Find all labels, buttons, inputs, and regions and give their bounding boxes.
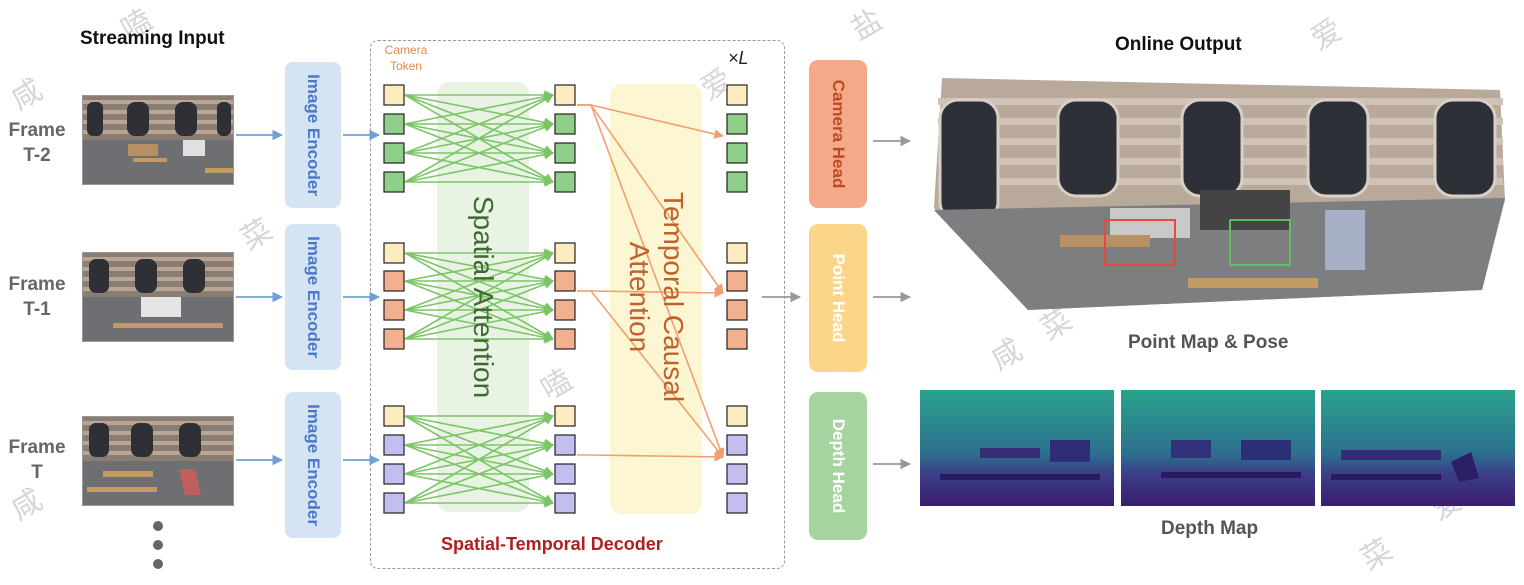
streaming-input-title: Streaming Input bbox=[80, 28, 225, 49]
frame-label-word: Frame bbox=[8, 437, 66, 458]
spatial-attention-arrow bbox=[404, 251, 554, 311]
image-encoder-t: Image Encoder bbox=[285, 392, 341, 538]
depth-head: Depth Head bbox=[809, 392, 867, 540]
image-token bbox=[383, 171, 405, 193]
spatial-attention-label: Spatial Attention bbox=[468, 195, 499, 399]
frame-label-index: T-1 bbox=[23, 299, 51, 320]
more-frames-dots bbox=[153, 521, 163, 569]
spatial-attention-arrow bbox=[404, 412, 554, 446]
image-token bbox=[383, 328, 405, 350]
frame-label-word: Frame bbox=[8, 120, 66, 141]
image-encoder-t1: Image Encoder bbox=[285, 224, 341, 370]
camera-token bbox=[554, 242, 576, 264]
frame-image-t bbox=[82, 416, 234, 506]
image-token bbox=[383, 270, 405, 292]
image-token bbox=[726, 434, 748, 456]
spatial-attention-arrow bbox=[404, 252, 554, 340]
image-token bbox=[554, 171, 576, 193]
image-token bbox=[383, 299, 405, 321]
image-token bbox=[726, 492, 748, 514]
image-token bbox=[383, 463, 405, 485]
frame-label-word: Frame bbox=[8, 274, 66, 295]
image-token bbox=[726, 270, 748, 292]
temporal-attention-arrow bbox=[577, 452, 724, 462]
image-token bbox=[726, 113, 748, 135]
spatial-attention-arrow bbox=[404, 414, 554, 475]
image-token bbox=[383, 142, 405, 164]
camera-token bbox=[383, 84, 405, 106]
frame-label-index: T bbox=[31, 462, 43, 483]
image-token bbox=[726, 171, 748, 193]
camera-head: Camera Head bbox=[809, 60, 867, 208]
camera-token bbox=[383, 405, 405, 427]
spatial-attention-arrow bbox=[404, 94, 554, 183]
spatial-attention-arrow bbox=[404, 122, 554, 183]
image-token bbox=[554, 434, 576, 456]
image-token bbox=[726, 299, 748, 321]
depth-map-image-3 bbox=[1321, 390, 1515, 506]
image-token bbox=[554, 142, 576, 164]
temporal-attention-arrow bbox=[577, 104, 724, 139]
temporal-attention-arrow bbox=[577, 104, 725, 458]
image-token bbox=[554, 492, 576, 514]
camera-token bbox=[383, 242, 405, 264]
frame-image-t1 bbox=[82, 252, 234, 342]
spatial-attention-arrow bbox=[404, 415, 554, 504]
image-token bbox=[726, 463, 748, 485]
camera-token bbox=[726, 405, 748, 427]
image-token bbox=[554, 328, 576, 350]
spatial-attention-arrow bbox=[404, 91, 554, 125]
spatial-attention-arrow bbox=[404, 443, 554, 504]
spatial-attention-arrow bbox=[404, 279, 554, 340]
frame-label-index: T-2 bbox=[23, 145, 51, 166]
decoder-title: Spatial-Temporal Decoder bbox=[441, 534, 663, 554]
image-token bbox=[726, 142, 748, 164]
camera-token bbox=[726, 242, 748, 264]
depth-map-caption: Depth Map bbox=[1161, 518, 1259, 539]
image-encoder-t2: Image Encoder bbox=[285, 62, 341, 208]
image-token bbox=[554, 463, 576, 485]
point-map-image bbox=[934, 78, 1505, 310]
spatial-attention-arrow bbox=[404, 149, 554, 183]
image-token bbox=[726, 328, 748, 350]
image-token bbox=[554, 270, 576, 292]
spatial-attention-arrow bbox=[404, 93, 554, 154]
image-token bbox=[554, 113, 576, 135]
point-map-caption: Point Map & Pose bbox=[1128, 332, 1289, 353]
image-token bbox=[383, 434, 405, 456]
online-output-title: Online Output bbox=[1115, 34, 1242, 55]
temporal-attention-arrow bbox=[577, 290, 724, 458]
spatial-attention-arrow bbox=[404, 306, 554, 340]
repeat-label: ×L bbox=[728, 48, 749, 68]
temporal-attention-block bbox=[610, 84, 702, 514]
depth-map-image-2 bbox=[1121, 390, 1315, 506]
camera-token bbox=[554, 405, 576, 427]
camera-token-label: Camera Token bbox=[384, 43, 428, 73]
temporal-attention-text: Temporal Causal Attention bbox=[624, 191, 689, 403]
camera-token bbox=[554, 84, 576, 106]
spatial-temporal-decoder-box bbox=[370, 40, 785, 569]
image-token bbox=[554, 299, 576, 321]
image-token bbox=[383, 113, 405, 135]
temporal-attention-label: Temporal Causal Attention bbox=[622, 172, 690, 422]
image-token bbox=[383, 492, 405, 514]
depth-map-image-1 bbox=[920, 390, 1114, 506]
spatial-attention-arrow bbox=[404, 470, 554, 504]
point-head: Point Head bbox=[809, 224, 867, 372]
spatial-attention-arrow bbox=[404, 249, 554, 282]
camera-token bbox=[726, 84, 748, 106]
frame-image-t2 bbox=[82, 95, 234, 185]
